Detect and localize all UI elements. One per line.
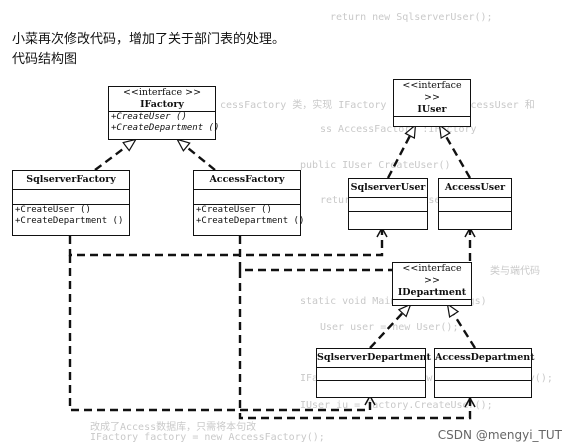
accessfactory-class[interactable]: AccessFactory +CreateUser () +CreateDepa… bbox=[193, 170, 305, 236]
realization-accessdepartment-idepartment bbox=[448, 305, 477, 349]
idepartment-stereotype: <<interface >> bbox=[402, 263, 462, 286]
realization-sqlserveruser-iuser bbox=[386, 126, 415, 179]
dependency-accessfactory-accessdepartment bbox=[238, 270, 476, 420]
accessuser-class[interactable]: AccessUser bbox=[438, 178, 512, 230]
background-code-line: IFactory factory = new AccessFactory(); bbox=[90, 432, 325, 443]
background-code-line: 类与端代码 bbox=[490, 266, 540, 277]
dependency-accessfactory-accessuser bbox=[238, 226, 476, 272]
realization-sqlserverfactory-ifactory bbox=[94, 140, 135, 171]
accessdepartment-class[interactable]: AccessDepartment bbox=[434, 348, 535, 398]
background-code-line: return new SqlserverUser(); bbox=[330, 12, 493, 23]
realization-accessuser-iuser bbox=[440, 126, 472, 179]
accessdepartment-name: AccessDepartment bbox=[435, 352, 535, 363]
sqlserverfactory-class[interactable]: SqlserverFactory +CreateUser () +CreateD… bbox=[12, 170, 130, 236]
iuser-interface[interactable]: <<interface >> IUser bbox=[393, 79, 471, 127]
iuser-stereotype: <<interface >> bbox=[402, 80, 462, 103]
dependency-sqlserverfactory-sqlserveruser bbox=[68, 226, 388, 257]
accessfactory-name: AccessFactory bbox=[209, 174, 285, 185]
background-code-line: ss AccessFactory :IFactory bbox=[320, 124, 477, 135]
background-code-line: IUser iu = factory.CreateUser(); bbox=[300, 400, 493, 411]
ifactory-op-createdepartment: +CreateDepartment () bbox=[111, 123, 220, 133]
ifactory-name: IFactory bbox=[140, 99, 184, 110]
accessfactory-op-createdepartment: +CreateDepartment () bbox=[196, 216, 305, 226]
background-code-line: cessFactory 类，实现 IFactory 接口，实例化 AccessU… bbox=[220, 100, 535, 111]
sqlserverfactory-op-createdepartment: +CreateDepartment () bbox=[15, 216, 124, 226]
accessfactory-op-createuser: +CreateUser () bbox=[196, 205, 272, 215]
iuser-name: IUser bbox=[417, 104, 447, 115]
diagram-caption: 代码结构图 bbox=[12, 52, 78, 67]
ifactory-interface[interactable]: <<interface >> IFactory +CreateUser () +… bbox=[108, 86, 220, 140]
sqlserverdepartment-class[interactable]: SqlserverDepartment bbox=[316, 348, 431, 398]
intro-text: 小菜再次修改代码，增加了关于部门表的处理。 bbox=[12, 32, 286, 47]
sqlserveruser-name: SqlserverUser bbox=[350, 182, 426, 193]
dependency-sqlserverfactory-sqlserverdepartment bbox=[68, 255, 376, 412]
sqlserverfactory-op-createuser: +CreateUser () bbox=[15, 205, 91, 215]
ifactory-stereotype: <<interface >> bbox=[122, 87, 202, 98]
sqlserverdepartment-name: SqlserverDepartment bbox=[317, 352, 431, 363]
sqlserverfactory-name: SqlserverFactory bbox=[26, 174, 116, 185]
idepartment-interface[interactable]: <<interface >> IDepartment bbox=[392, 262, 472, 306]
csdn-watermark: CSDN @mengyi_TUT bbox=[437, 428, 562, 442]
background-code-line: IFactory factory = new SqlServerFactory(… bbox=[300, 373, 553, 384]
ifactory-op-createuser: +CreateUser () bbox=[111, 112, 187, 122]
sqlserveruser-class[interactable]: SqlserverUser bbox=[348, 178, 428, 230]
realization-accessfactory-ifactory bbox=[178, 140, 216, 171]
accessuser-name: AccessUser bbox=[444, 182, 506, 193]
realization-sqlserverdepartment-idepartment bbox=[369, 305, 410, 349]
background-code-line: 改成了Access数据库，只需将本句改 bbox=[90, 422, 257, 433]
background-code-line: public IUser CreateUser() bbox=[300, 160, 451, 171]
idepartment-name: IDepartment bbox=[397, 287, 467, 298]
